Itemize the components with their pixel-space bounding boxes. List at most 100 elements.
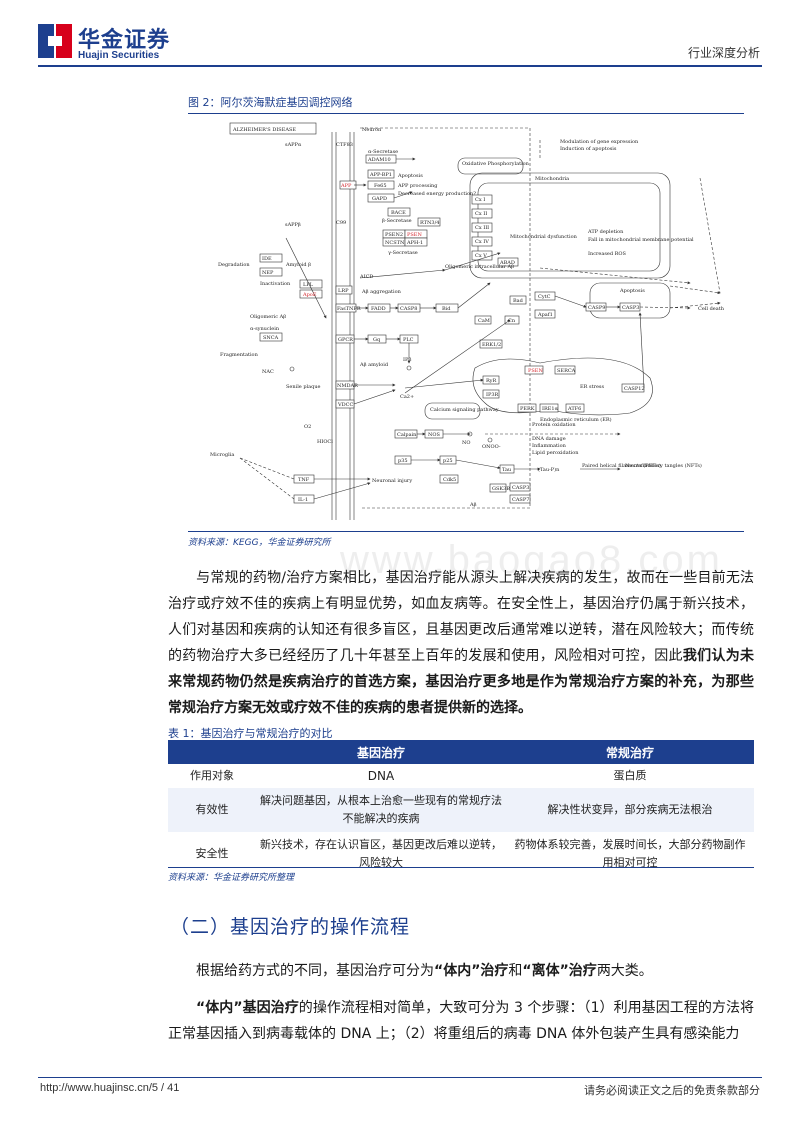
- paragraph-1-bold: 我们认为未来常规药物仍然是疾病治疗的首选方案，基因治疗更多地是作为常规治疗方案的…: [168, 648, 755, 716]
- label-gsk3b: GSK3B: [492, 486, 510, 492]
- label-nos: NOS: [428, 432, 440, 438]
- label-lipid: Lipid peroxidation: [532, 450, 579, 456]
- paragraph-3-bold: “体内”基因治疗: [196, 1000, 299, 1016]
- label-o2: O2: [304, 424, 311, 430]
- table-header-cell: 基因治疗: [256, 740, 506, 764]
- label-a-secretase: α-Secretase: [368, 149, 398, 155]
- label-p25: p25: [443, 458, 453, 464]
- label-il1: IL-1: [298, 497, 308, 503]
- table-cell: 蛋白质: [506, 764, 754, 788]
- paragraph-2-bold-2: “离体”治疗: [522, 963, 597, 979]
- label-er: Endoplasmic reticulum (ER): [540, 416, 612, 423]
- label-psen2: PSEN2: [385, 232, 403, 238]
- label-atp-depletion: ATP depletion: [587, 229, 624, 235]
- table-cell: 解决性状变异，部分疾病无法根治: [506, 788, 754, 832]
- table-bottom-rule: [168, 867, 754, 868]
- table-cell: 作用对象: [168, 764, 256, 788]
- table-row: 安全性 新兴技术，存在认识盲区，基因更改后难以逆转，风险较大 药物体系较完善，发…: [168, 832, 754, 876]
- label-gq: Gq: [373, 337, 381, 343]
- alzheimer-pathway-diagram: ALZHEIMER'S DISEASE Neuron sAPPα sAPPβ C…: [210, 122, 725, 520]
- paragraph-2-mid: 和: [508, 963, 523, 979]
- label-ca: Ca2+: [400, 394, 414, 400]
- label-iprr: IP3R: [486, 392, 499, 398]
- label-g-secretase: γ-Secretase: [388, 250, 418, 256]
- label-hiocl: HIOCl: [317, 439, 333, 445]
- label-induction: Induction of apoptosis: [560, 146, 617, 152]
- label-cell-death: Cell death: [698, 306, 725, 312]
- label-tnf: TNF: [298, 477, 310, 483]
- label-sappa: sAPPα: [285, 142, 302, 148]
- body-paragraph-2: 根据给药方式的不同，基因治疗可分为“体内”治疗和“离体”治疗两大类。: [168, 958, 754, 984]
- label-c99: C99: [336, 220, 346, 226]
- table-header-cell: 常规治疗: [506, 740, 754, 764]
- label-ab: Aβ: [469, 502, 477, 508]
- label-atf6: ATF6: [567, 406, 581, 412]
- label-b-secretase: β-Secretase: [382, 218, 412, 224]
- label-lpl: LPL: [303, 282, 314, 288]
- body-paragraph-3: “体内”基因治疗的操作流程相对简单，大致可分为 3 个步骤：（1）利用基因工程的…: [168, 995, 754, 1047]
- label-psen: PSEN: [407, 232, 422, 238]
- section-title: （二）基因治疗的操作流程: [170, 916, 411, 938]
- label-casp12: CASP12: [624, 386, 645, 392]
- label-serca: SERCA: [557, 368, 576, 374]
- label-app-processing: APP processing: [397, 183, 438, 189]
- label-nft: Neurofibrillary tangles (NFTs): [625, 462, 702, 469]
- diagram-title: ALZHEIMER'S DISEASE: [232, 127, 296, 133]
- table-header-cell: [168, 740, 256, 764]
- table-cell: 解决问题基因，从根本上治愈一些现有的常规疗法不能解决的疾病: [256, 788, 506, 832]
- label-apbb1: APP-BP1: [369, 172, 392, 178]
- label-inactivation: Inactivation: [260, 281, 291, 287]
- label-aph1: APH-1: [406, 240, 423, 246]
- label-aicd: AICD: [359, 274, 373, 280]
- label-fe65: Fe65: [374, 183, 387, 189]
- label-inflammation: Inflammation: [532, 443, 567, 449]
- label-phf: Paired helical filaments (PHFs): [582, 462, 661, 469]
- label-casp8: CASP8: [400, 306, 417, 312]
- label-ros: Increased ROS: [588, 251, 627, 257]
- label-calcium: Calcium signaling pathway: [430, 407, 499, 413]
- header-divider: [38, 65, 762, 67]
- huajin-logo-icon: [38, 24, 72, 58]
- paragraph-3-text: 的操作流程相对简单，大致可分为 3 个步骤：（1）利用基因工程的方法将正常基因插…: [168, 1000, 755, 1042]
- footer-url[interactable]: http://www.huajinsc.cn/5 / 41: [40, 1082, 180, 1094]
- label-neuronal-injury: Neuronal injury: [372, 478, 412, 484]
- label-dna-damage: DNA damage: [532, 436, 566, 442]
- figure-caption: 图 2：阿尔茨海默症基因调控网络: [188, 96, 353, 109]
- label-bad: Bad: [513, 298, 524, 304]
- paragraph-2-post: 两大类。: [596, 963, 653, 979]
- label-casp9: CASP9: [588, 305, 605, 311]
- label-er-stress: ER stress: [580, 384, 604, 390]
- label-fadd: FADD: [371, 306, 386, 312]
- label-ip3: IP3: [403, 357, 412, 363]
- label-casp3: CASP3: [622, 305, 639, 311]
- label-abad: ABAD: [499, 260, 515, 266]
- paragraph-2-bold-1: “体内”治疗: [434, 963, 509, 979]
- label-cx3: Cx III: [475, 225, 489, 231]
- label-oxidative: Oxidative Phosphorylation: [462, 161, 530, 167]
- table-row: 作用对象 DNA 蛋白质: [168, 764, 754, 788]
- label-ryr: RyR: [486, 378, 497, 384]
- label-cdk5: Cdk5: [443, 477, 456, 483]
- label-reticulon: RTN3/4: [420, 220, 439, 226]
- figure-top-rule: [188, 113, 744, 114]
- company-logo: 华金证券 Huajin Securities: [38, 22, 178, 66]
- table-cell: 药物体系较完善，发展时间长，大部分药物副作用相对可控: [506, 832, 754, 876]
- paragraph-1-text: 与常规的药物/治疗方案相比，基因治疗能从源头上解决疾病的发生，故而在一些目前无法…: [168, 570, 754, 664]
- label-mito-dys: Mitochondrial dysfunction: [510, 234, 578, 240]
- label-lrp: LRP: [338, 288, 349, 294]
- table-header-row: 基因治疗 常规治疗: [168, 740, 754, 764]
- label-a-synuclein: α-synuclein: [250, 326, 280, 332]
- label-cytc: CytC: [538, 294, 551, 300]
- footer-disclaimer: 请务必阅读正文之后的免责条款部分: [584, 1084, 760, 1097]
- label-degradation: Degradation: [218, 262, 250, 268]
- label-ncstn: NCSTN: [385, 240, 405, 246]
- figure-bottom-rule: [188, 531, 744, 532]
- label-sappb: sAPPβ: [285, 222, 301, 228]
- label-cx1: Cx I: [475, 197, 485, 203]
- label-casp7: CASP7: [512, 497, 529, 503]
- label-ab-aggregation: Aβ aggregation: [361, 289, 402, 295]
- label-cx4: Cx IV: [475, 239, 489, 245]
- table-row: 有效性 解决问题基因，从根本上治愈一些现有的常规疗法不能解决的疾病 解决性状变异…: [168, 788, 754, 832]
- footer-divider: [38, 1077, 762, 1078]
- label-ide: IDE: [262, 256, 272, 262]
